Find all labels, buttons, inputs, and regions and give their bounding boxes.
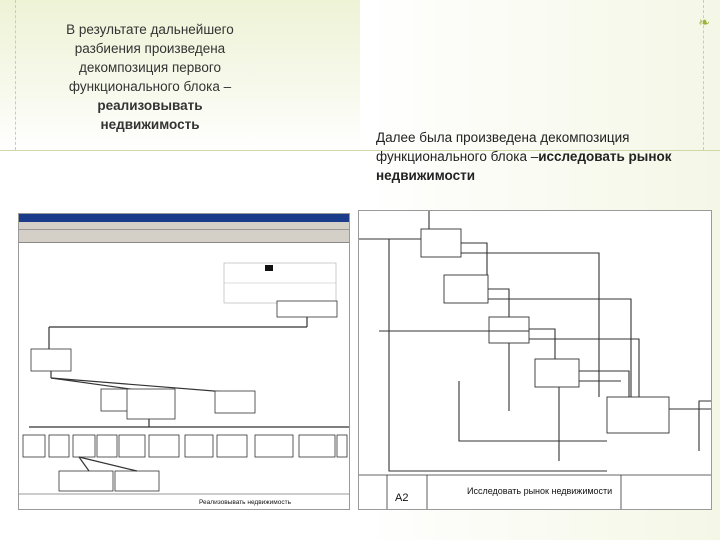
left-diagram-footer-label: Реализовывать недвижимость	[199, 499, 292, 506]
decor-line-left	[15, 0, 17, 150]
right-heading-bold: исследовать рынок недвижимости	[376, 149, 672, 183]
node-tree-diagram: Реализовывать недвижимость	[19, 262, 349, 506]
leaf-icon: ❧	[698, 14, 710, 30]
decomposition-diagram: A2 Исследовать рынок недвижимости	[359, 211, 711, 509]
left-heading-bold1: реализовывать	[97, 98, 203, 113]
decor-line-right	[703, 0, 705, 150]
left-heading-line3: декомпозиция первого	[79, 60, 221, 75]
left-heading-bold2: недвижимость	[100, 117, 200, 132]
right-heading: Далее была произведена декомпозиция функ…	[376, 128, 696, 185]
left-heading-line2: разбиения произведена	[74, 41, 226, 56]
left-screenshot: Реализовывать недвижимость	[18, 213, 350, 510]
right-screenshot: A2 Исследовать рынок недвижимости	[358, 210, 712, 510]
left-heading-line1: В результате дальнейшего	[66, 22, 234, 37]
window-menu-bar	[19, 222, 349, 230]
window-title-bar	[19, 214, 349, 222]
right-heading-text: Далее была произведена декомпозиция функ…	[376, 130, 630, 164]
window-toolbar	[19, 230, 349, 243]
diagram-title: Исследовать рынок недвижимости	[467, 486, 612, 496]
left-heading: В результате дальнейшего разбиения произ…	[40, 20, 260, 134]
header-rule	[0, 150, 720, 151]
left-heading-line4: функционального блока –	[68, 79, 232, 94]
diagram-node-number: A2	[395, 492, 408, 504]
